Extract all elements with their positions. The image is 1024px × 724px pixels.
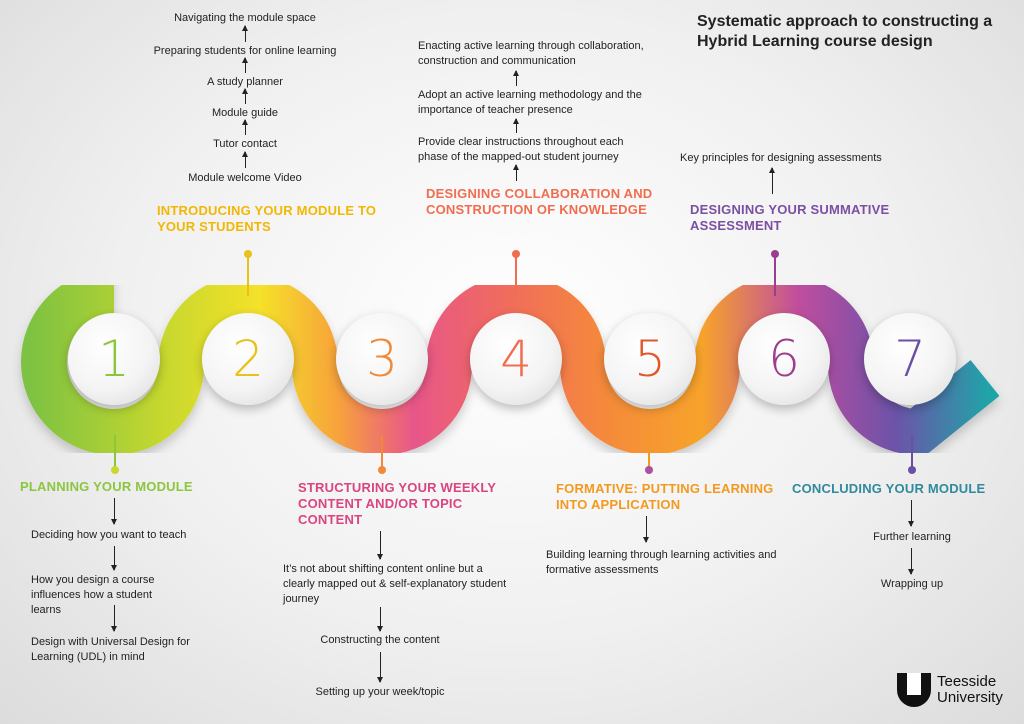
arrow-down-icon [908,548,914,575]
step-1-item-2: How you design a course influences how a… [31,574,155,616]
university-logo-icon [897,673,931,707]
step-1-dot [111,466,119,474]
step-1-circle: 1 [68,313,160,405]
step-4-number: 4 [500,330,532,388]
step-3-item-2: Constructing the content [320,634,440,646]
step-6-heading: DESIGNING YOUR SUMMATIVE ASSESSMENT [690,202,890,233]
step-7-number: 7 [894,330,926,388]
step-1-stem [114,435,116,468]
step-3-item-3: Setting up your week/topic [315,686,445,698]
step-7-item-1: Further learning [873,531,951,543]
step-2-number: 2 [232,330,264,388]
arrow-up-icon [242,25,248,42]
step-3-item-1: It’s not about shifting content online b… [283,563,507,605]
step-2-item-4: A study planner [207,76,283,88]
logo-line-1: Teesside [937,673,997,690]
arrow-up-icon [242,119,248,135]
arrow-down-icon [377,607,383,632]
logo-line-2: University [937,689,1003,706]
step-5-stem [648,435,650,468]
arrow-down-icon [908,500,914,527]
step-1-item-3: Design with Universal Design for Learnin… [31,636,190,663]
step-5-circle: 5 [604,313,696,405]
page-title: Systematic approach to constructing a Hy… [697,13,993,50]
step-2-circle: 2 [202,313,294,405]
arrow-up-icon [513,70,519,86]
arrow-down-icon [643,516,649,543]
step-2-heading: INTRODUCING YOUR MODULE TO YOUR STUDENTS [157,203,377,234]
step-7-heading: CONCLUDING YOUR MODULE [792,481,986,496]
teesside-logo: Teesside University [897,673,1003,707]
step-2-item-1: Module welcome Video [188,172,302,184]
step-1-item-1: Deciding how you want to teach [31,529,187,541]
step-5-item-1: Building learning through learning activ… [546,549,777,576]
step-6-number: 6 [768,330,800,388]
step-2-item-6: Navigating the module space [174,12,316,24]
step-6-dot [771,250,779,258]
step-3-dot [378,466,386,474]
arrow-down-icon [111,605,117,632]
step-2-item-2: Tutor contact [213,138,277,150]
arrow-up-icon [769,167,775,194]
logo-text: Teesside University [937,674,1003,706]
step-4-heading: DESIGNING COLLABORATION AND CONSTRUCTION… [426,186,653,217]
step-7-dot [908,466,916,474]
step-6-stem [774,256,776,296]
step-3-stem [381,435,383,468]
step-7-circle: 7 [864,313,956,405]
arrow-up-icon [513,164,519,181]
step-3-number: 3 [366,330,398,388]
step-5-number: 5 [634,330,666,388]
step-7-stem [911,435,913,468]
step-4-item-1: Provide clear instructions throughout ea… [418,136,624,163]
arrow-up-icon [242,151,248,168]
step-3-circle: 3 [336,313,428,405]
step-2-stem [247,256,249,296]
step-4-stem [515,256,517,296]
arrow-down-icon [111,546,117,571]
arrow-down-icon [377,531,383,560]
arrow-down-icon [377,652,383,683]
arrow-up-icon [242,88,248,104]
step-4-item-2: Adopt an active learning methodology and… [418,89,642,116]
arrow-up-icon [513,118,519,133]
step-4-circle: 4 [470,313,562,405]
step-6-item-1: Key principles for designing assessments [680,152,882,164]
arrow-down-icon [111,498,117,525]
step-1-number: 1 [98,330,130,388]
step-5-heading: FORMATIVE: PUTTING LEARNING INTO APPLICA… [556,481,774,512]
ribbon-path [21,269,1000,456]
step-2-item-5: Preparing students for online learning [153,45,337,57]
step-3-heading: STRUCTURING YOUR WEEKLY CONTENT AND/OR T… [298,480,496,527]
step-6-circle: 6 [738,313,830,405]
step-7-item-2: Wrapping up [880,578,944,590]
step-2-dot [244,250,252,258]
step-4-item-3: Enacting active learning through collabo… [418,40,644,67]
step-5-dot [645,466,653,474]
arrow-up-icon [242,57,248,73]
step-4-dot [512,250,520,258]
step-1-heading: PLANNING YOUR MODULE [20,479,193,494]
step-2-item-3: Module guide [211,107,279,119]
